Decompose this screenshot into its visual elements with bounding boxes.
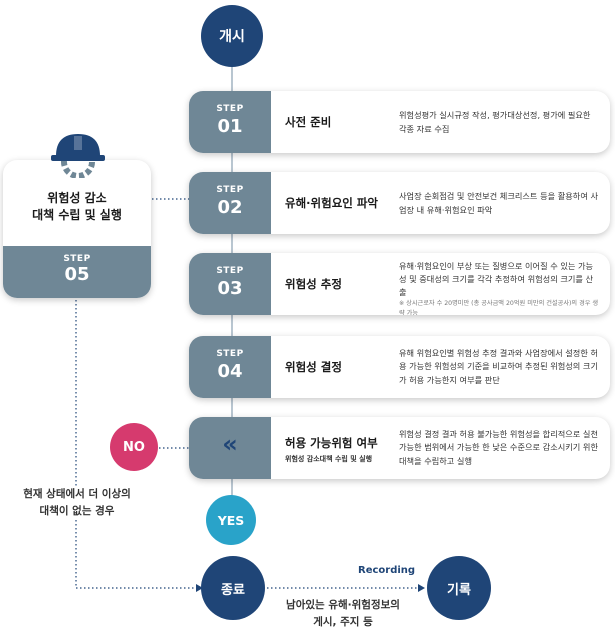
step-badge: STEP 01 bbox=[189, 91, 271, 153]
no-label: NO bbox=[123, 439, 145, 455]
record-node: 기록 bbox=[427, 556, 491, 620]
step-label: STEP bbox=[216, 185, 244, 195]
no-further-line2: 대책이 없는 경우 bbox=[39, 505, 115, 517]
step-badge: STEP 03 bbox=[189, 253, 271, 315]
hard-hat-gear-icon bbox=[51, 134, 105, 178]
decision-description: 위험성 결정 결과 허용 불가능한 위험성을 합리적으로 실천 가능한 범위에서… bbox=[399, 428, 598, 466]
end-label: 종료 bbox=[221, 582, 245, 598]
step-label: STEP bbox=[216, 104, 244, 114]
start-node: 개시 bbox=[201, 5, 263, 67]
step-number: 03 bbox=[217, 278, 243, 299]
double-chevron-left-icon: « bbox=[222, 430, 238, 458]
arrow-to-end-icon bbox=[196, 584, 203, 592]
step-card-03: STEP 03 위험성 추정 유해·위험요인이 부상 또는 질병으로 이어질 수… bbox=[189, 253, 610, 315]
recording-label: Recording bbox=[358, 565, 416, 576]
step-label: STEP bbox=[63, 254, 91, 264]
step-title: 위험성 추정 bbox=[285, 277, 342, 291]
step-card-04: STEP 04 위험성 결정 유해 위험요인별 위험성 추정 결과와 사업장에서… bbox=[189, 336, 610, 398]
decision-badge: « bbox=[189, 417, 271, 479]
step-badge: STEP 02 bbox=[189, 172, 271, 234]
step5-title-line1: 위험성 감소 bbox=[47, 191, 107, 205]
step5-title-line2: 대책 수립 및 실행 bbox=[32, 208, 122, 222]
residual-info-text: 남아있는 유해·위험정보의 게시, 주지 등 bbox=[268, 597, 418, 631]
step5-card: 위험성 감소 대책 수립 및 실행 STEP 05 bbox=[3, 160, 151, 298]
step-label: STEP bbox=[216, 266, 244, 276]
step-title: 사전 준비 bbox=[285, 115, 332, 129]
decision-title-block: 허용 가능위험 여부 위험성 감소대책 수립 및 실행 bbox=[285, 417, 395, 464]
decision-subtitle: 위험성 감소대책 수립 및 실행 bbox=[285, 455, 373, 463]
yes-node: YES bbox=[206, 495, 256, 545]
no-node: NO bbox=[110, 423, 158, 471]
step-number: 05 bbox=[64, 264, 90, 285]
step-description: 위험성평가 실시규정 작성, 평가대상선정, 평가에 필요한 각종 자료 수집 bbox=[399, 110, 591, 134]
decision-title: 허용 가능위험 여부 bbox=[285, 436, 378, 450]
end-node: 종료 bbox=[201, 556, 265, 620]
step-number: 01 bbox=[217, 116, 243, 137]
no-further-line1: 현재 상태에서 더 이상의 bbox=[23, 488, 131, 500]
no-further-measures-text: 현재 상태에서 더 이상의 대책이 없는 경우 bbox=[0, 486, 154, 520]
decision-card: « 허용 가능위험 여부 위험성 감소대책 수립 및 실행 위험성 결정 결과 … bbox=[189, 417, 610, 479]
step-description-block: 유해·위험요인이 부상 또는 질병으로 이어질 수 있는 가능성 및 중대성의 … bbox=[399, 253, 599, 315]
step-number: 02 bbox=[217, 197, 243, 218]
step5-title: 위험성 감소 대책 수립 및 실행 bbox=[3, 190, 151, 224]
step-badge: STEP 04 bbox=[189, 336, 271, 398]
record-label: 기록 bbox=[447, 582, 471, 598]
step-title: 유해·위험요인 파악 bbox=[285, 196, 379, 210]
step-label: STEP bbox=[216, 349, 244, 359]
step-note: ※ 상시근로자 수 20명미만 (총 공사금액 20억원 미만의 건설공사)의 … bbox=[399, 300, 599, 315]
step5-badge: STEP 05 bbox=[3, 246, 151, 298]
step-card-01: STEP 01 사전 준비 위험성평가 실시규정 작성, 평가대상선정, 평가에… bbox=[189, 91, 610, 153]
residual-line2: 게시, 주지 등 bbox=[313, 616, 373, 628]
step-card-02: STEP 02 유해·위험요인 파악 사업장 순회점검 및 안전보건 체크리스트… bbox=[189, 172, 610, 234]
step-description: 유해·위험요인이 부상 또는 질병으로 이어질 수 있는 가능성 및 중대성의 … bbox=[399, 261, 594, 297]
residual-line1: 남아있는 유해·위험정보의 bbox=[286, 599, 400, 611]
step-description: 유해 위험요인별 위험성 추정 결과와 사업장에서 설정한 허용 가능한 위험성… bbox=[399, 347, 598, 385]
step-description: 사업장 순회점검 및 안전보건 체크리스트 등을 활용하여 사업장 내 유해·위… bbox=[399, 191, 598, 215]
arrow-to-record-icon bbox=[418, 584, 425, 592]
step-number: 04 bbox=[217, 361, 243, 382]
step-title: 위험성 결정 bbox=[285, 360, 342, 374]
yes-label: YES bbox=[217, 512, 245, 528]
start-label: 개시 bbox=[219, 29, 245, 45]
